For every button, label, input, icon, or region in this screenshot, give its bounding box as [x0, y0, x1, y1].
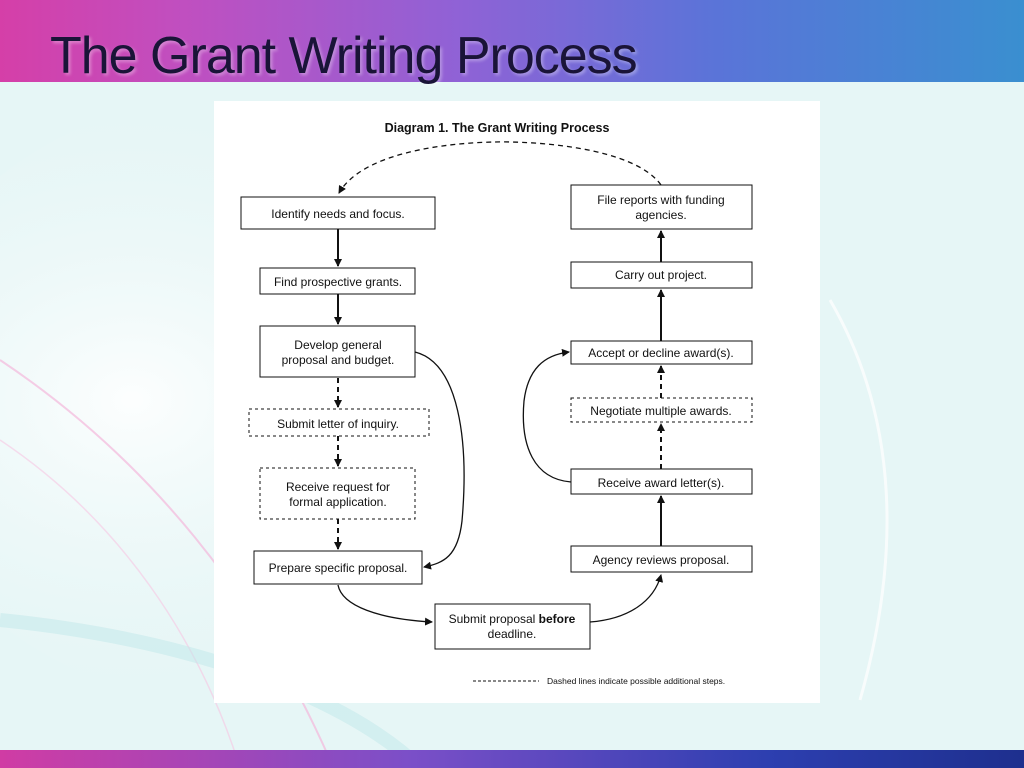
bottom-color-band [0, 750, 1024, 768]
loop-back-arrow [338, 141, 662, 194]
step-receive-award-box [570, 468, 753, 495]
step-carry-out-label: Carry out project. [615, 268, 707, 282]
grant-writing-flowchart: Diagram 1. The Grant Writing Process Ide… [240, 121, 753, 686]
step-submit-prefix: Submit proposal [449, 612, 539, 626]
legend-text: Dashed lines indicate possible additiona… [547, 676, 725, 686]
step-receive-request-label-2: formal application. [289, 495, 386, 509]
diagram-heading: Diagram 1. The Grant Writing Process [385, 121, 610, 135]
step-file-reports-box [570, 184, 753, 230]
step-receive-request-label-1: Receive request for [286, 480, 390, 494]
step-agency-reviews-label: Agency reviews proposal. [593, 553, 730, 567]
step-letter-inquiry-box [248, 408, 430, 437]
step-identify-label: Identify needs and focus. [271, 207, 404, 221]
step-accept-label: Accept or decline award(s). [588, 346, 733, 360]
step-develop-label-1: Develop general [294, 338, 381, 352]
step-carry-out-box [570, 261, 753, 289]
step-develop-label-2: proposal and budget. [282, 353, 395, 367]
step-find-label: Find prospective grants. [274, 275, 402, 289]
step-prepare-label: Prepare specific proposal. [269, 561, 408, 575]
step-receive-award-label: Receive award letter(s). [598, 476, 725, 490]
step-receive-request-box [259, 467, 416, 520]
arrow-submit-agency [589, 574, 664, 623]
step-submit-label-2: deadline. [488, 627, 537, 641]
step-negotiate-label: Negotiate multiple awards. [590, 404, 731, 418]
step-negotiate-box [570, 397, 753, 423]
step-prepare-box [253, 550, 423, 585]
step-identify-box [240, 196, 436, 230]
top-color-band [0, 0, 1024, 82]
step-submit-label-1: Submit proposal before [449, 612, 576, 626]
slide-title: The Grant Writing Process [50, 27, 638, 85]
step-submit-bold: before [539, 612, 576, 626]
step-file-reports-label-2: agencies. [635, 208, 686, 222]
step-letter-inquiry-label: Submit letter of inquiry. [277, 417, 399, 431]
step-agency-reviews-box [570, 545, 753, 573]
arrow-prepare-submit [337, 584, 433, 626]
step-file-reports-label-1: File reports with funding [597, 193, 724, 207]
step-develop-box [259, 325, 416, 378]
arrow-develop-skip-to-prepare [414, 351, 465, 570]
step-submit-box [434, 603, 591, 650]
diagram-panel: Diagram 1. The Grant Writing Process Ide… [214, 101, 820, 703]
arrow-award-skip-to-accept [522, 348, 572, 483]
